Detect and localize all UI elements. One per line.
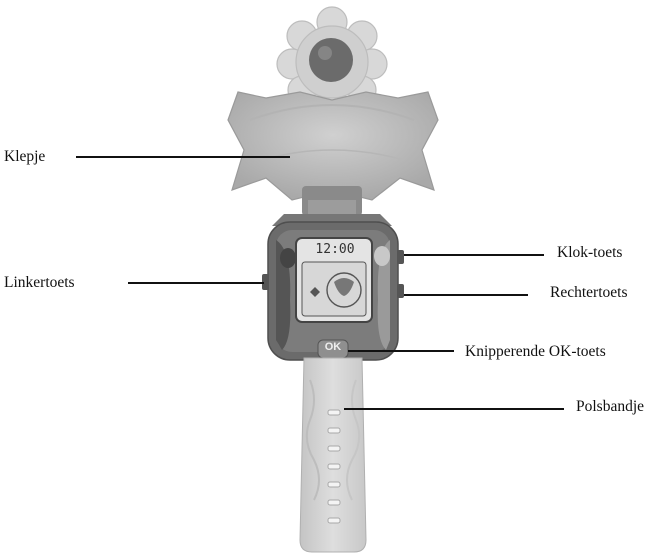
leader-clock-button (404, 254, 544, 256)
label-left-button: Linkertoets (4, 274, 75, 292)
label-flap: Klepje (4, 148, 45, 166)
ok-key-text: OK (318, 341, 348, 353)
right-side-button (397, 284, 404, 298)
label-ok-button: Knipperende OK-toets (465, 343, 606, 361)
leader-right-button (404, 294, 528, 296)
screen-time-text: 12:00 (304, 242, 366, 257)
label-wrist-strap: Polsbandje (576, 398, 644, 416)
leader-wrist-strap (344, 408, 564, 410)
leader-left-button (128, 282, 264, 284)
label-clock-button: Klok-toets (557, 244, 622, 262)
clock-side-button (397, 250, 404, 264)
leader-ok-button (348, 350, 454, 352)
flap-shape (228, 92, 438, 200)
leader-flap (76, 156, 290, 158)
label-right-button: Rechtertoets (550, 284, 627, 302)
flap-dome (309, 38, 353, 82)
